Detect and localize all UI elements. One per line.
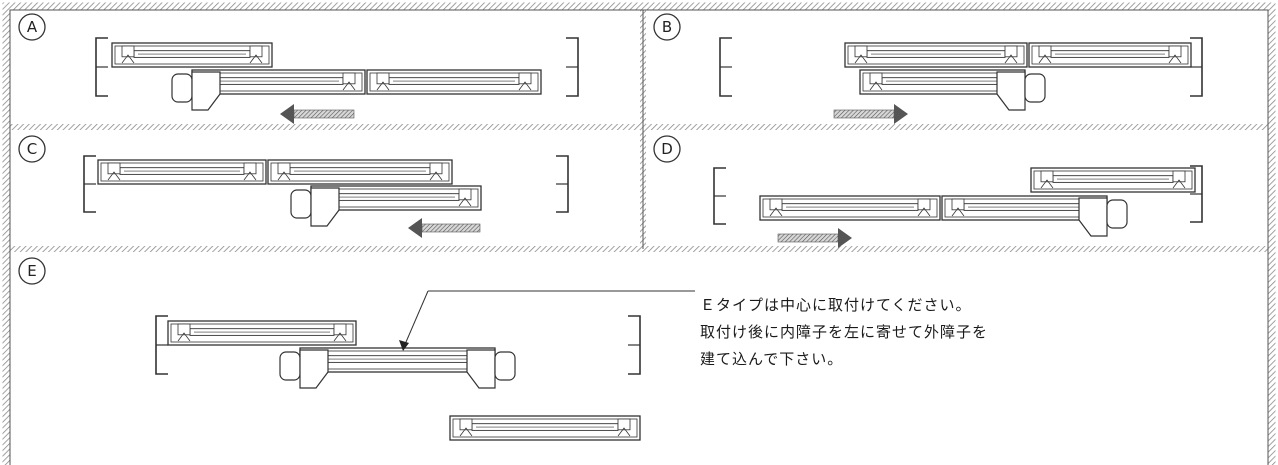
panel-labels: A B C D E [18,13,681,285]
outer-sash-a [366,69,542,95]
fixed-sash-b [1028,42,1192,68]
inner-sash-b [844,42,1028,68]
slide-arrow-a [280,104,355,124]
inner-sash-c [97,159,267,185]
label-a: A [27,18,38,36]
slide-arrow-c [408,218,481,238]
label-e-badge: E [18,257,46,285]
outer-sash-d [1030,167,1196,193]
note-line-3: 建て込んで下さい。 [700,350,844,368]
note-line-2: 取付け後に内障子を左に寄せて外障子を [700,323,989,341]
operator-right-e [466,349,516,389]
inner-sash-e [167,320,357,346]
sash-drawings [83,37,1203,441]
label-b-badge: B [653,13,681,41]
label-c-badge: C [18,135,46,163]
inner-sash-a [111,42,273,68]
slide-arrow-d [777,228,852,248]
label-c: C [27,140,37,158]
operator-c [290,187,340,227]
label-a-badge: A [18,13,46,41]
label-d: D [661,140,673,158]
center-sash-e [299,347,496,373]
label-b: B [662,18,672,36]
note-leader [399,290,695,351]
installation-note: Ｅタイプは中心に取付けてください。 取付け後に内障子を左に寄せて外障子を 建て込… [700,292,1260,373]
label-d-badge: D [653,135,681,163]
operator-a [171,71,221,111]
operator-b [996,71,1046,111]
operator-left-e [279,349,329,389]
slide-arrow-b [833,104,908,124]
operator-d [1078,197,1128,237]
outer-sash-e [449,415,641,441]
note-line-1: Ｅタイプは中心に取付けてください。 [700,296,972,314]
outer-sash-c [267,159,453,185]
inner-sash-d [759,195,941,221]
label-e: E [27,262,36,280]
